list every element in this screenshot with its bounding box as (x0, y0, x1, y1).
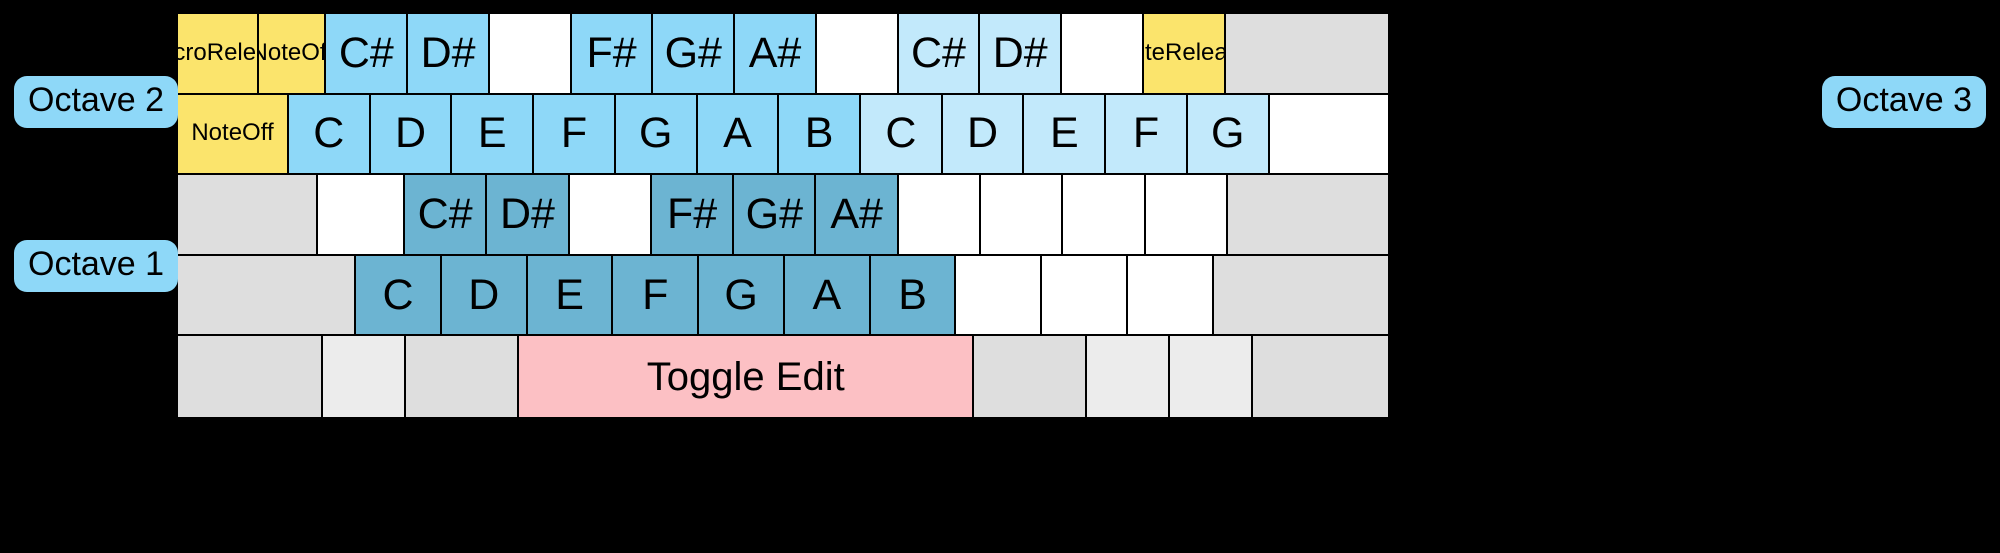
key-a[interactable]: A (697, 94, 780, 176)
key-d[interactable]: D (370, 94, 453, 176)
octave-label-left-upper: Octave 2 (14, 76, 179, 128)
key-blank (406, 336, 520, 417)
key-f[interactable]: F (534, 94, 616, 176)
key-e[interactable]: E (527, 255, 614, 337)
key-label-line: Note (1144, 38, 1166, 66)
key-blank (178, 336, 324, 417)
key-c[interactable]: C (288, 94, 371, 176)
key-blank (1213, 255, 1389, 337)
key-a[interactable]: A (784, 255, 871, 337)
key-blank (323, 336, 407, 417)
key-blank (318, 175, 405, 256)
key-label-line: Release (1165, 38, 1226, 66)
key-d[interactable]: D# (408, 14, 490, 95)
key-blank (1227, 175, 1389, 256)
key-f[interactable]: F (613, 255, 700, 337)
key-blank (1170, 336, 1254, 417)
key-blank (898, 175, 982, 256)
key-note-release[interactable]: NoteRelease (1143, 14, 1226, 95)
key-blank (816, 14, 899, 95)
octave-label-left-lower: Octave 1 (14, 240, 179, 292)
key-label-line: Note (191, 119, 243, 147)
key-blank (1087, 336, 1171, 417)
key-blank (1253, 336, 1388, 417)
keyboard-row-space-row: Toggle Edit (178, 336, 1388, 417)
key-e[interactable]: E (1024, 94, 1107, 176)
key-d[interactable]: D# (487, 175, 570, 256)
key-toggle-edit[interactable]: Toggle Edit (519, 336, 975, 417)
key-d[interactable]: D# (980, 14, 1063, 95)
key-a[interactable]: A# (735, 14, 817, 95)
key-blank (1145, 175, 1228, 256)
key-blank (956, 255, 1043, 337)
key-e[interactable]: E (452, 94, 535, 176)
key-g[interactable]: G# (653, 14, 736, 95)
key-a[interactable]: A# (816, 175, 899, 256)
octave-label-right: Octave 3 (1821, 76, 1986, 128)
keyboard-map: MacroReleaseNoteOffC#D#F#G#A#C#D#NoteRel… (175, 11, 1391, 420)
key-blank (489, 14, 572, 95)
key-label-line: Off (242, 119, 274, 147)
key-blank (1042, 255, 1128, 337)
key-blank (569, 175, 652, 256)
key-d[interactable]: D (441, 255, 528, 337)
key-g[interactable]: G (615, 94, 698, 176)
key-f[interactable]: F# (651, 175, 735, 256)
key-blank (1269, 94, 1389, 176)
key-f[interactable]: F# (571, 14, 654, 95)
key-g[interactable]: G (1187, 94, 1270, 176)
key-label-line: Note (259, 38, 302, 66)
key-b[interactable]: B (779, 94, 861, 176)
key-c[interactable]: C# (898, 14, 981, 95)
key-d[interactable]: D (942, 94, 1025, 176)
key-label-line: Macro (178, 38, 207, 66)
key-macro-release[interactable]: MacroRelease (178, 14, 259, 95)
key-label-line: Release (206, 38, 257, 66)
key-c[interactable]: C (356, 255, 442, 337)
key-blank (1062, 14, 1144, 95)
key-blank (178, 175, 319, 256)
key-blank (178, 255, 357, 337)
keyboard-row-home-row: C#D# F#G#A# (178, 175, 1389, 256)
key-blank (1063, 175, 1146, 256)
key-c[interactable]: C (861, 94, 943, 176)
keyboard-row-number-row: MacroReleaseNoteOffC#D#F#G#A#C#D#NoteRel… (178, 14, 1389, 95)
key-blank (1127, 255, 1214, 337)
key-blank (974, 336, 1088, 417)
key-b[interactable]: B (870, 255, 957, 337)
key-blank (1225, 14, 1389, 95)
key-blank (981, 175, 1064, 256)
key-label-line: Off (301, 38, 327, 66)
key-f[interactable]: F (1106, 94, 1188, 176)
key-c[interactable]: C# (326, 14, 409, 95)
key-g[interactable]: G# (734, 175, 817, 256)
key-g[interactable]: G (699, 255, 785, 337)
key-c[interactable]: C# (405, 175, 488, 256)
